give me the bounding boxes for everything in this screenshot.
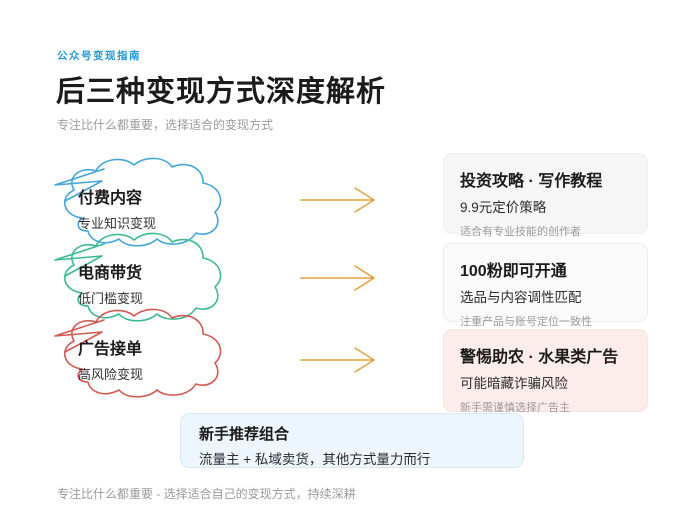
cloud-bubble-ads: 广告接单 高风险变现 bbox=[50, 305, 230, 401]
method-subtitle: 高风险变现 bbox=[78, 367, 144, 382]
page-subtitle: 专注比什么都重要，选择适合的变现方式 bbox=[57, 118, 274, 132]
card-detail: 9.9元定价策略 bbox=[460, 200, 547, 215]
recommendation-title: 新手推荐组合 bbox=[199, 426, 290, 443]
cloud-outline-icon bbox=[54, 308, 222, 398]
card-title: 100粉即可开通 bbox=[460, 263, 567, 280]
card-title: 投资攻略 · 写作教程 bbox=[460, 173, 603, 190]
recommendation-desc: 流量主 + 私域卖货，其他方式量力而行 bbox=[199, 452, 431, 467]
cloud-bubble-paid-content: 付费内容 专业知识变现 bbox=[50, 154, 230, 250]
card-note: 新手需谨慎选择广告主 bbox=[460, 402, 570, 414]
recommendation-box: 新手推荐组合 流量主 + 私域卖货，其他方式量力而行 bbox=[180, 413, 524, 468]
result-card-ads-warning: 警惕助农 · 水果类广告 可能暗藏诈骗风险 新手需谨慎选择广告主 bbox=[443, 329, 648, 414]
arrow-right-icon bbox=[300, 347, 375, 373]
footer-note: 专注比什么都重要 - 选择适合自己的变现方式，持续深耕 bbox=[57, 487, 356, 501]
card-detail: 选品与内容调性匹配 bbox=[460, 290, 582, 305]
cloud-outline-icon bbox=[54, 232, 222, 322]
arrow-right-icon bbox=[300, 187, 375, 213]
method-subtitle: 低门槛变现 bbox=[78, 291, 144, 306]
page-title: 后三种变现方式深度解析 bbox=[56, 76, 387, 108]
cloud-outline-icon bbox=[54, 157, 222, 247]
card-note: 注重产品与账号定位一致性 bbox=[460, 316, 592, 328]
card-detail: 可能暗藏诈骗风险 bbox=[460, 376, 568, 391]
method-title: 电商带货 bbox=[78, 265, 143, 282]
method-title: 广告接单 bbox=[78, 341, 143, 358]
result-card-ecommerce: 100粉即可开通 选品与内容调性匹配 注重产品与账号定位一致性 bbox=[443, 243, 648, 328]
cloud-bubble-ecommerce: 电商带货 低门槛变现 bbox=[50, 229, 230, 325]
method-title: 付费内容 bbox=[78, 190, 143, 207]
category-tag: 公众号变现指南 bbox=[57, 50, 141, 62]
card-title: 警惕助农 · 水果类广告 bbox=[460, 349, 619, 366]
method-subtitle: 专业知识变现 bbox=[78, 216, 157, 231]
card-note: 适合有专业技能的创作者 bbox=[460, 226, 581, 238]
result-card-paid-content: 投资攻略 · 写作教程 9.9元定价策略 适合有专业技能的创作者 bbox=[443, 153, 648, 238]
arrow-right-icon bbox=[300, 265, 375, 291]
